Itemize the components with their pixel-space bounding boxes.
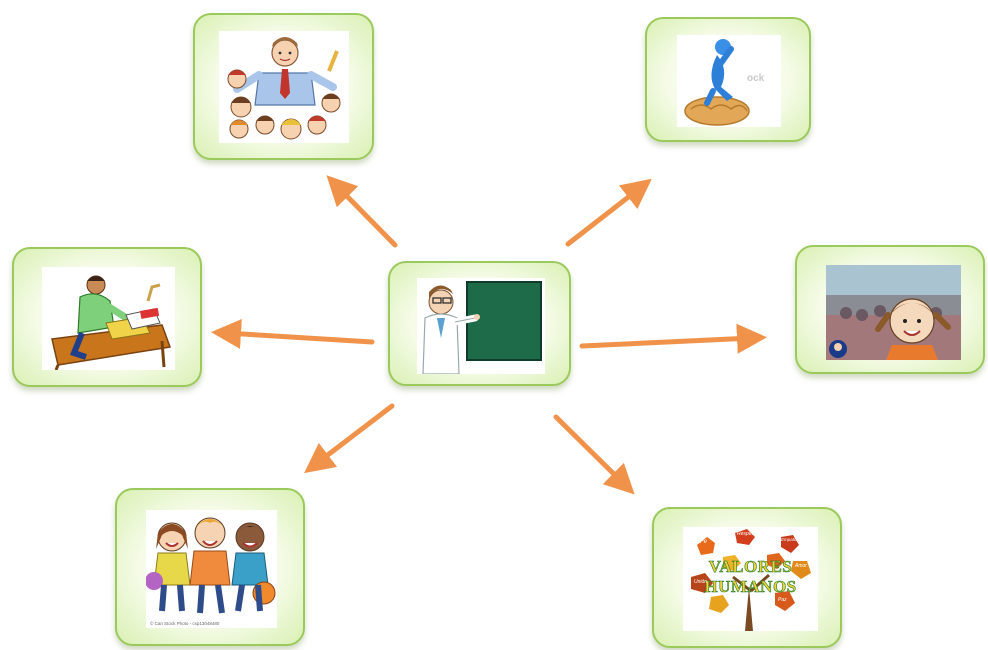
arrow-to-bottom-left (304, 403, 395, 474)
node-left (12, 247, 202, 387)
leaf-word: Unión (694, 579, 708, 585)
arrow-to-top-left (326, 175, 398, 248)
node-center (388, 261, 571, 386)
values-title-line1: VALORES (708, 557, 793, 577)
watermark-text: ock (747, 73, 765, 84)
image-caption: © Can Stock Photo - csp13048480 (150, 621, 220, 626)
node-top-left (193, 13, 374, 160)
three-children-walking-icon: © Can Stock Photo - csp13048480 (146, 510, 277, 628)
teacher-with-children-icon (219, 31, 349, 143)
node-bottom-right: VALORES HUMANOS Fe Respeto Amor Empatía … (652, 507, 842, 648)
node-bottom-left: © Can Stock Photo - csp13048480 (115, 488, 305, 646)
student-studying-at-desk-icon (42, 267, 175, 370)
leaf-word: Paz (778, 597, 787, 603)
node-right (795, 245, 985, 374)
leaf-word: Respeto (737, 531, 756, 537)
arrow-to-bottom-right (553, 414, 635, 495)
leaf-word: Empatía (781, 537, 798, 542)
arrow-to-left (211, 318, 375, 349)
teacher-at-chalkboard-icon (417, 278, 545, 374)
arrow-to-right (579, 323, 767, 354)
girl-in-classroom-icon (826, 265, 961, 360)
values-title-line2: HUMANOS (704, 577, 797, 597)
arrow-to-top-right (565, 178, 652, 247)
leaf-word: Fe (700, 539, 708, 545)
node-top-right: ock (645, 17, 811, 142)
thinking-figure-on-brain-icon: ock (677, 35, 781, 127)
values-tree-icon: VALORES HUMANOS Fe Respeto Amor Empatía … (683, 527, 818, 631)
leaf-word: Amor (795, 563, 807, 569)
